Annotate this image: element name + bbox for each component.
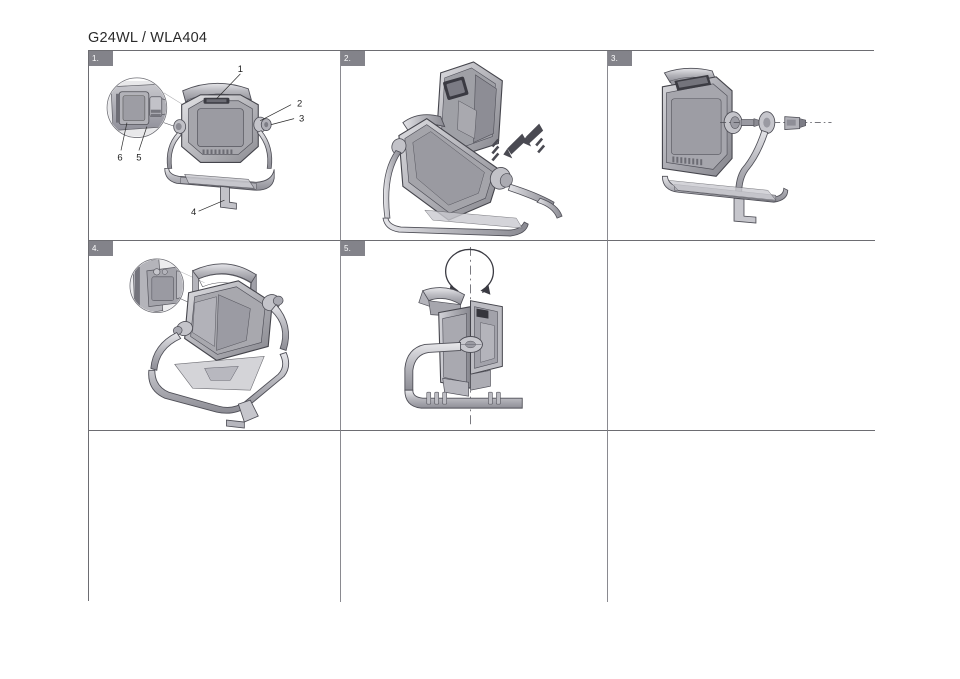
panel-badge-1: 1.	[89, 51, 113, 66]
stand-assembly	[404, 341, 523, 409]
panel-empty-8	[341, 431, 608, 602]
panel-step-2: 2.	[341, 51, 608, 241]
inset-detail-circle	[129, 258, 185, 314]
work-light-body	[418, 287, 503, 397]
illustration-step-5	[404, 246, 523, 427]
rotation-arrow-head-right	[480, 284, 491, 295]
callout-number-4: 4	[191, 207, 196, 218]
stand-assembly	[661, 130, 789, 224]
illustration-step-1: 1 2 3 4 5 6	[106, 64, 304, 218]
panel-empty-7	[89, 431, 341, 602]
panel-empty-9	[608, 431, 875, 602]
panel-badge-3: 3.	[608, 51, 632, 66]
page-title: G24WL / WLA404	[88, 30, 208, 46]
callout-number-1: 1	[238, 64, 243, 75]
panel-empty-6	[608, 241, 875, 431]
work-light-body	[172, 263, 284, 361]
illustration-step-3	[661, 67, 832, 224]
callout-number-6: 6	[117, 152, 122, 163]
panel-step-3: 3.	[608, 51, 875, 241]
callout-number-5: 5	[136, 152, 141, 163]
callout-leaders	[120, 73, 295, 212]
illustration-step-2	[382, 61, 563, 237]
rotation-arrow	[445, 248, 495, 294]
removal-direction-arrows	[491, 123, 546, 162]
panel-badge-5: 5.	[341, 241, 365, 256]
panel-step-4: 4.	[89, 241, 341, 431]
battery-pack	[436, 61, 503, 156]
inset-detail-circle	[106, 77, 168, 138]
stand-assembly	[148, 304, 290, 429]
panel-badge-4: 4.	[89, 241, 113, 256]
illustration-step-4	[129, 258, 290, 429]
callout-number-3: 3	[299, 114, 304, 125]
work-light-body	[382, 114, 563, 237]
panel-step-5: 5.	[341, 241, 608, 431]
work-light-body	[164, 82, 275, 210]
panel-badge-2: 2.	[341, 51, 365, 66]
exploded-fastener	[720, 111, 832, 134]
panel-step-1: 1.	[89, 51, 341, 241]
work-light-body	[661, 67, 743, 177]
panel-grid: 1.	[88, 50, 875, 602]
callout-number-2: 2	[297, 99, 302, 110]
